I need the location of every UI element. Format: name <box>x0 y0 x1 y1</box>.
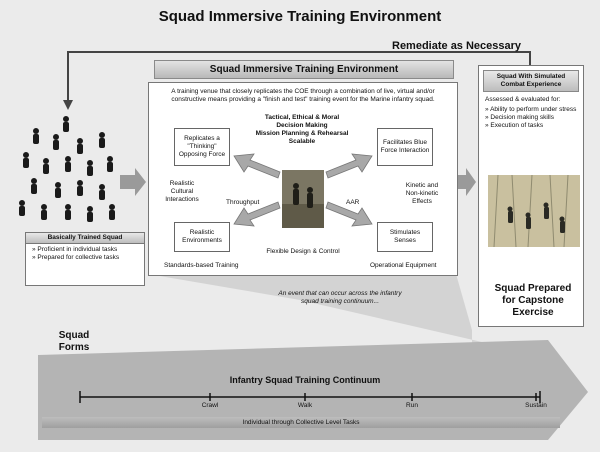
continuum-band <box>38 340 588 440</box>
simulated-combat-header: Squad With Simulated Combat Experience <box>483 70 579 92</box>
center-arrows <box>233 153 373 227</box>
simulated-combat-intro: Assessed & evaluated for: <box>485 96 561 103</box>
label-throughput: Throughput <box>226 199 260 206</box>
tick-label-sustain: Sustain <box>525 402 547 409</box>
center-line: Scalable <box>288 138 316 145</box>
left-box-item: » Prepared for collective tasks <box>32 254 120 261</box>
basically-trained-squad-header: Basically Trained Squad <box>26 233 144 244</box>
squad-prepared-label: Squad Prepared for Capstone Exercise <box>494 283 572 318</box>
diagram-title: Squad Immersive Training Environment <box>158 8 442 25</box>
continuum-note: An event that can occur across the infan… <box>278 290 402 305</box>
tick-label-walk: Walk <box>297 402 313 409</box>
continuum-title: Infantry Squad Training Continuum <box>229 375 381 385</box>
arrow-down-left <box>233 201 281 227</box>
middle-description: A training venue that closely replicates… <box>171 88 435 103</box>
box-realistic-environments: Realistic Environments <box>174 222 230 252</box>
label-aar: AAR <box>346 199 360 206</box>
arrow-up-left <box>233 153 281 179</box>
arrow-down-right <box>325 201 373 227</box>
right-box-item: » Ability to perform under stress <box>485 106 577 113</box>
middle-header: Squad Immersive Training Environment <box>154 60 454 79</box>
box-stimulates-senses: Stimulates Senses <box>377 222 433 252</box>
label-operational: Operational Equipment <box>370 262 437 269</box>
remediate-arrow-line <box>67 51 531 100</box>
left-box-item: » Proficient in individual tasks <box>32 246 118 253</box>
basically-trained-squad-box: Basically Trained Squad » Proficient in … <box>25 232 145 286</box>
center-line: Decision Making <box>276 122 328 129</box>
center-topics: Tactical, Ethical & Moral Decision Makin… <box>250 114 354 146</box>
tick-label-run: Run <box>406 402 418 409</box>
tick-label-crawl: Crawl <box>201 402 219 409</box>
funnel-shape <box>148 274 560 368</box>
squad-field-photo <box>488 175 580 247</box>
center-line: Tactical, Ethical & Moral <box>264 114 340 121</box>
arrow-middle-to-right <box>458 168 476 196</box>
label-standards: Standards-based Training <box>164 262 239 269</box>
squad-forms-label: Squad Forms <box>58 330 90 353</box>
arrow-up-right <box>325 153 373 179</box>
remediate-label: Remediate as Necessary <box>392 40 522 52</box>
box-opposing-force: Replicates a "Thinking" Opposing Force <box>174 128 230 166</box>
box-blue-force: Facilitates Blue Force Interaction <box>377 128 433 166</box>
soldier-silhouettes-image <box>19 116 115 222</box>
center-line: Mission Planning & Rehearsal <box>255 130 349 137</box>
right-box-item: » Execution of tasks <box>485 122 544 129</box>
remediate-arrow-head <box>63 100 73 110</box>
label-kinetic: Kinetic and Non-kinetic Effects <box>405 182 439 205</box>
individual-collective-bar: Individual through Collective Level Task… <box>42 417 560 428</box>
center-soldiers-photo <box>282 170 324 228</box>
label-realistic-cultural: Realistic Cultural Interactions <box>165 180 199 203</box>
right-box-item: » Decision making skills <box>485 114 554 121</box>
label-flexible-design: Flexible Design & Control <box>266 248 340 255</box>
arrow-left-to-middle <box>120 168 146 196</box>
